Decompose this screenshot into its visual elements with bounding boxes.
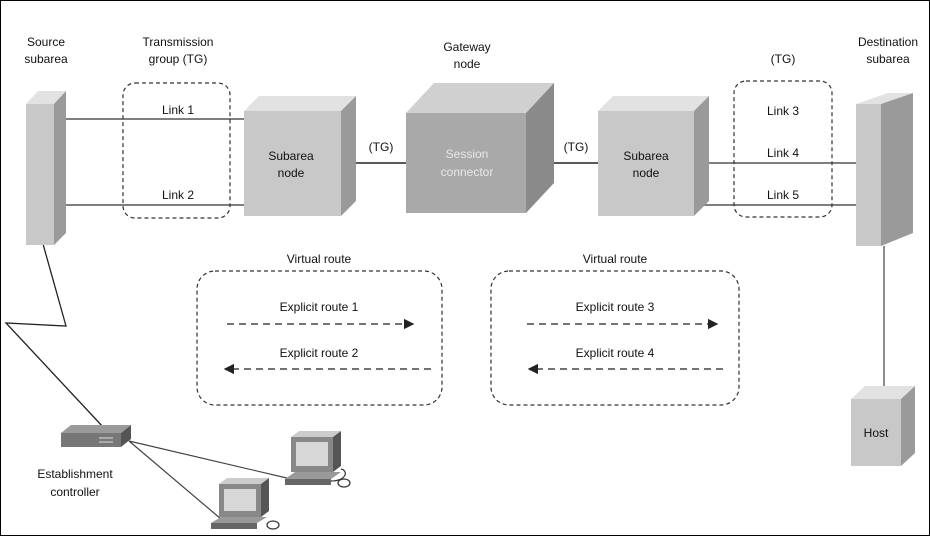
link-3-label: Link 3 — [767, 104, 799, 118]
link-5-label: Link 5 — [767, 188, 799, 202]
explicit-route-3-label: Explicit route 3 — [576, 300, 655, 314]
session-connector-label-2: connector — [441, 165, 494, 179]
terminal-cables — [128, 440, 292, 520]
links-right — [701, 162, 856, 206]
terminal-icon-1 — [285, 431, 351, 488]
tg-right-label: (TG) — [771, 52, 796, 66]
source-subarea-label-2: subarea — [24, 52, 68, 66]
destination-subarea-label-1: Destination — [858, 35, 918, 49]
virtual-route-right-label: Virtual route — [583, 252, 648, 266]
session-connector-label-1: Session — [446, 147, 489, 161]
host-label: Host — [864, 426, 889, 440]
establishment-controller-label-2: controller — [50, 485, 99, 499]
subarea-node-left-label-2: node — [278, 166, 305, 180]
link-4-label: Link 4 — [767, 146, 799, 160]
tg-left-enclosure — [122, 82, 231, 219]
tg-mid-left-label: (TG) — [369, 140, 394, 154]
establishment-controller-label-1: Establishment — [37, 467, 113, 481]
destination-subarea-box — [856, 93, 913, 246]
gateway-node-label-1: Gateway — [443, 40, 490, 54]
explicit-route-2-label: Explicit route 2 — [280, 346, 359, 360]
transmission-group-label-2: group (TG) — [149, 52, 208, 66]
links-left — [65, 118, 244, 206]
explicit-route-4-label: Explicit route 4 — [576, 346, 655, 360]
gateway-node-label-2: node — [454, 57, 481, 71]
subarea-node-right-box — [598, 96, 709, 216]
lightning-link — [4, 243, 105, 429]
establishment-controller-icon — [61, 425, 131, 447]
terminal-icon-2 — [211, 478, 280, 530]
explicit-route-1-label: Explicit route 1 — [280, 300, 359, 314]
tg-right-enclosure — [733, 80, 833, 218]
transmission-group-label-1: Transmission — [143, 35, 214, 49]
subarea-node-right-label-1: Subarea — [623, 149, 669, 163]
virtual-route-left-label: Virtual route — [287, 252, 352, 266]
host-box — [851, 386, 915, 466]
destination-subarea-label-2: subarea — [866, 52, 910, 66]
subarea-node-left-label-1: Subarea — [268, 149, 314, 163]
virtual-route-left-enclosure — [196, 270, 443, 406]
source-subarea-box — [26, 91, 66, 245]
subarea-node-left-box — [244, 96, 356, 216]
link-1-label: Link 1 — [162, 103, 194, 117]
tg-mid-right-label: (TG) — [564, 140, 589, 154]
source-subarea-label-1: Source — [27, 35, 65, 49]
virtual-route-right-enclosure — [490, 270, 740, 406]
link-2-label: Link 2 — [162, 188, 194, 202]
session-connector-box — [406, 83, 554, 213]
subarea-node-right-label-2: node — [633, 166, 660, 180]
